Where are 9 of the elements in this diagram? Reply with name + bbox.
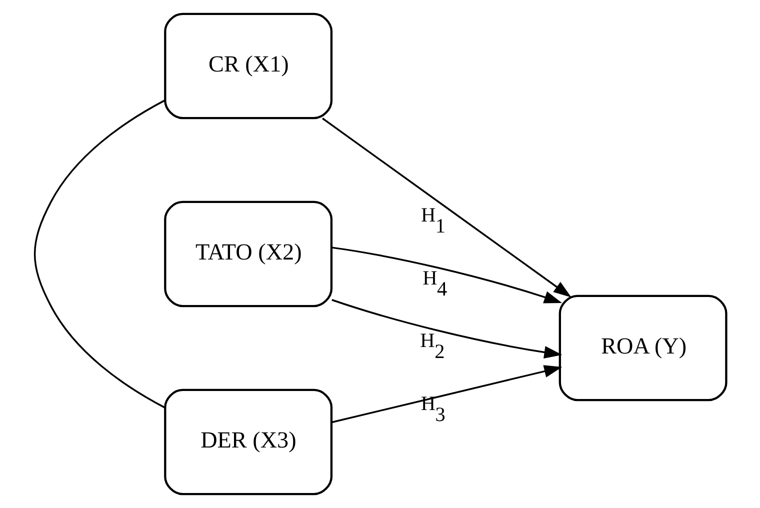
arrow — [331, 246, 562, 304]
node-box: DER (X3) — [164, 388, 332, 496]
node-box: TATO (X2) — [164, 200, 332, 308]
arrow — [331, 365, 562, 424]
arrow — [331, 299, 562, 358]
arrow — [322, 118, 571, 298]
connector — [34, 99, 166, 409]
node-box: ROA (Y) — [558, 294, 727, 402]
node-box: CR (X1) — [164, 12, 332, 120]
